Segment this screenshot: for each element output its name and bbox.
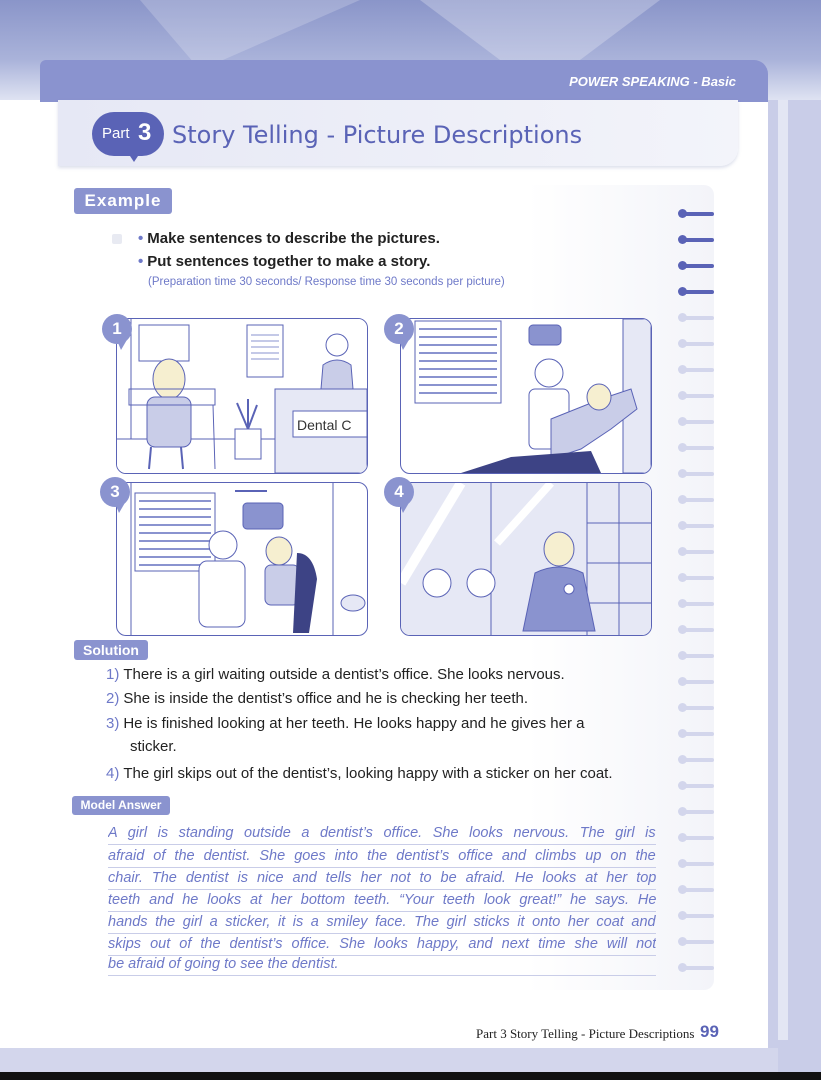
binder-ring — [678, 703, 714, 712]
binder-ring — [678, 417, 714, 426]
part-number: 3 — [138, 119, 152, 146]
part-badge: Part 3 — [92, 112, 164, 162]
solution-item-continued: sticker. — [130, 738, 177, 755]
picture-number-1: 1 — [102, 314, 132, 350]
model-answer-line: chair. The dentist is nice and tells her… — [108, 868, 656, 890]
binder-ring — [678, 885, 714, 894]
binder-ring — [678, 443, 714, 452]
model-answer-line: hands the girl a sticker, it is a smiley… — [108, 912, 656, 934]
dentist-checkup-illustration — [414, 319, 651, 473]
binder-ring — [678, 859, 714, 868]
binder-ring — [678, 677, 714, 686]
page-edge — [778, 100, 788, 1040]
solution-item: 2)She is inside the dentist’s office and… — [106, 690, 529, 707]
picture-4 — [400, 482, 652, 636]
binder-ring — [678, 911, 714, 920]
example-tag: Example — [74, 188, 172, 214]
solution-item: 4)The girl skips out of the dentist’s, l… — [106, 765, 613, 782]
binder-ring — [678, 547, 714, 556]
banner-shape — [140, 0, 360, 70]
model-answer-line: be afraid of going to see the dentist. — [108, 954, 656, 976]
binder-ring — [678, 209, 714, 218]
scan-edge — [0, 1072, 821, 1080]
leaving-office-illustration — [401, 483, 651, 635]
binder-ring — [678, 781, 714, 790]
binder-ring — [678, 625, 714, 634]
binder-ring — [678, 729, 714, 738]
bullet-marker — [112, 234, 122, 244]
binder-ring — [678, 365, 714, 374]
picture-3 — [116, 482, 368, 636]
binder-ring — [678, 495, 714, 504]
part-word: Part — [102, 125, 130, 142]
model-answer-line: afraid of the dentist. She goes into the… — [108, 846, 656, 868]
binder-ring — [678, 833, 714, 842]
series-label: POWER SPEAKING - Basic — [569, 74, 736, 89]
model-answer-line: A girl is standing outside a dentist’s o… — [108, 823, 656, 845]
waiting-room-illustration: Dental C — [117, 319, 367, 473]
page-number: 99 — [700, 1022, 719, 1041]
binder-ring — [678, 807, 714, 816]
dental-sign: Dental C — [297, 417, 351, 433]
binder-ring — [678, 391, 714, 400]
solution-item: 1)There is a girl waiting outside a dent… — [106, 666, 565, 683]
solution-item: 3)He is finished looking at her teeth. H… — [106, 715, 585, 732]
page-edge — [768, 100, 821, 1080]
binder-ring — [678, 937, 714, 946]
picture-number-4: 4 — [384, 477, 414, 513]
model-answer-line: teeth and he looks at her bottom teeth. … — [108, 890, 656, 912]
model-answer-tag: Model Answer — [72, 796, 170, 815]
binder-ring — [678, 469, 714, 478]
picture-number-3: 3 — [100, 477, 130, 513]
solution-tag: Solution — [74, 640, 148, 660]
binder-ring — [678, 261, 714, 270]
model-answer-line: skips out of the dentist’s office. She l… — [108, 934, 656, 956]
binder-ring — [678, 339, 714, 348]
instruction-1: •Make sentences to describe the pictures… — [138, 230, 440, 247]
page-title: Story Telling - Picture Descriptions — [172, 121, 583, 149]
instruction-2: •Put sentences together to make a story. — [138, 253, 431, 270]
footer-title: Part 3 Story Telling - Picture Descripti… — [476, 1026, 695, 1041]
binder-ring — [678, 651, 714, 660]
picture-2 — [400, 318, 652, 474]
series-header: POWER SPEAKING - Basic — [40, 60, 768, 102]
picture-number-2: 2 — [384, 314, 414, 350]
binder-ring — [678, 599, 714, 608]
binder-ring — [678, 235, 714, 244]
sticker-reward-illustration — [130, 483, 366, 635]
binder-ring — [678, 313, 714, 322]
binder-ring — [678, 521, 714, 530]
picture-1: Dental C — [116, 318, 368, 474]
binder-ring — [678, 287, 714, 296]
preparation-note: (Preparation time 30 seconds/ Response t… — [148, 276, 505, 288]
binder-ring — [678, 755, 714, 764]
title-box — [58, 100, 738, 166]
binder-ring — [678, 963, 714, 972]
binder-ring — [678, 573, 714, 582]
binder-rings — [678, 200, 714, 980]
